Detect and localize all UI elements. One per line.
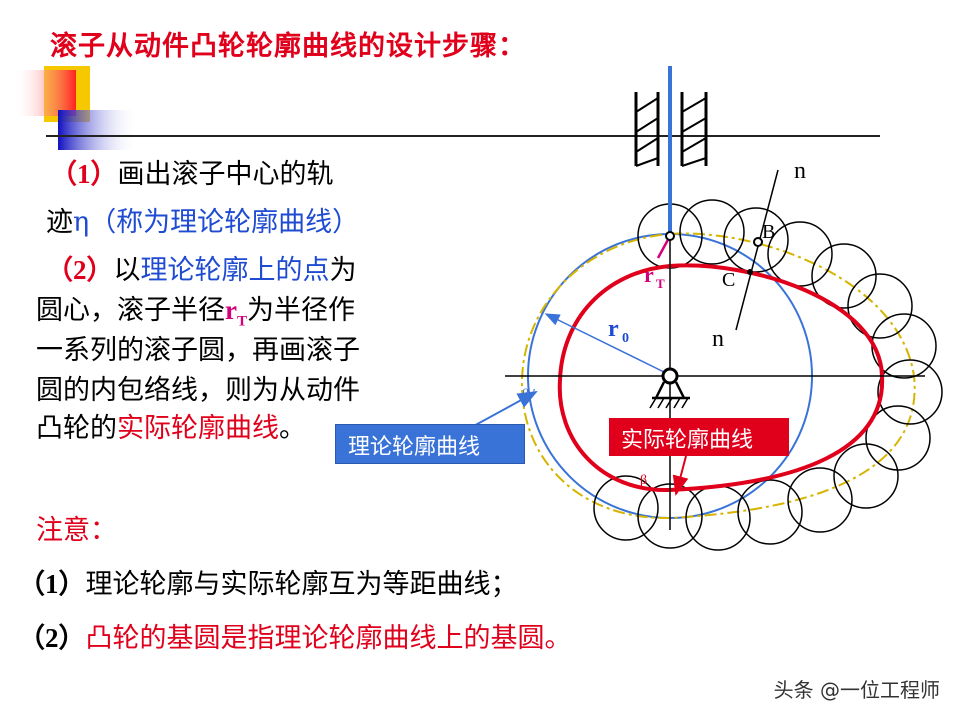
note-2-text: 凸轮的基圆是指理论轮廓曲线上的基圆。 [85,623,572,654]
step-2-line-2-pre: 圆心，滚子半径 [36,295,225,326]
normal-line [735,169,779,331]
actual-pointer-arrow [672,455,689,496]
note-1-number: （1） [18,569,86,599]
deco-red-gradient [14,70,76,116]
roller-center-point [665,231,675,241]
step-2-line-3: 一系列的滚子圆，再画滚子 [36,335,360,366]
normal-label-bottom: n [712,326,724,352]
step-1-line-2: 迹η（称为理论轮廓曲线） [46,200,359,239]
actual-profile-label: 实际轮廓曲线 [609,418,789,456]
step-2-actual-phrase: 实际轮廓曲线 [117,413,279,444]
note-2-number: （2） [18,623,86,653]
roller-circles [593,199,943,551]
guide-frame [634,92,708,167]
rt-label: r [644,262,654,287]
point-b-marker [753,237,763,247]
step-1-text-b: 迹 [46,207,73,238]
step-2-line-5: 凸轮的实际轮廓曲线。 [36,406,306,445]
step-2-line-2-post: 为半径作 [247,295,355,326]
note-1-text: 理论轮廓与实际轮廓互为等距曲线； [85,569,518,600]
step-2-line-5-post: 。 [279,413,306,444]
pivot-support [649,367,690,409]
r0-subscript: 0 [622,331,629,346]
beta-prime-label: β ′ [522,387,536,402]
step-2-line-2: 圆心，滚子半径rT为半径作 [36,288,355,330]
step-2-pre: 以 [113,255,141,286]
r0-label: r [608,316,619,342]
step-2-line-4: 圆的内包络线，则为从动件 [36,375,360,406]
r0-radius-line [544,313,669,375]
eta-symbol: η [73,207,90,238]
normal-label-top: n [794,158,806,184]
step-2-number: （2） [46,255,114,285]
theory-pointer-arrow [469,391,538,429]
notes-heading: 注意： [36,515,117,546]
actual-profile [557,263,885,493]
step-2-line-1: （2）以理论轮廓上的点为 [46,248,357,287]
note-1: （1）理论轮廓与实际轮廓互为等距曲线； [18,562,518,601]
theory-profile [520,232,916,520]
watermark: 头条 @一位工程师 [773,678,940,702]
rt-diagram-subscript: T [656,276,665,291]
page-title: 滚子从动件凸轮轮廓曲线的设计步骤： [50,31,526,62]
step-1-number: （1） [50,159,118,189]
note-2: （2）凸轮的基圆是指理论轮廓曲线上的基圆。 [18,616,572,655]
beta-label: β [640,473,647,488]
rt-symbol: r [225,295,237,325]
deco-blue-gradient [58,110,138,150]
step-2-blue-phrase: 理论轮廓上的点 [140,255,330,286]
point-c-marker [747,269,753,275]
step-1-line-1: （1）画出滚子中心的轨 [50,152,334,191]
rt-subscript: T [236,313,247,330]
step-1-theory-phrase: （称为理论轮廓曲线） [89,207,360,238]
step-1-text-a: 画出滚子中心的轨 [117,159,334,190]
point-c-label: C [722,269,735,291]
step-2-post: 为 [329,255,357,286]
theory-profile-label: 理论轮廓曲线 [335,424,525,464]
point-b-label: B [762,221,775,243]
title-decoration [14,66,880,150]
step-2-line-5-pre: 凸轮的 [36,413,117,444]
